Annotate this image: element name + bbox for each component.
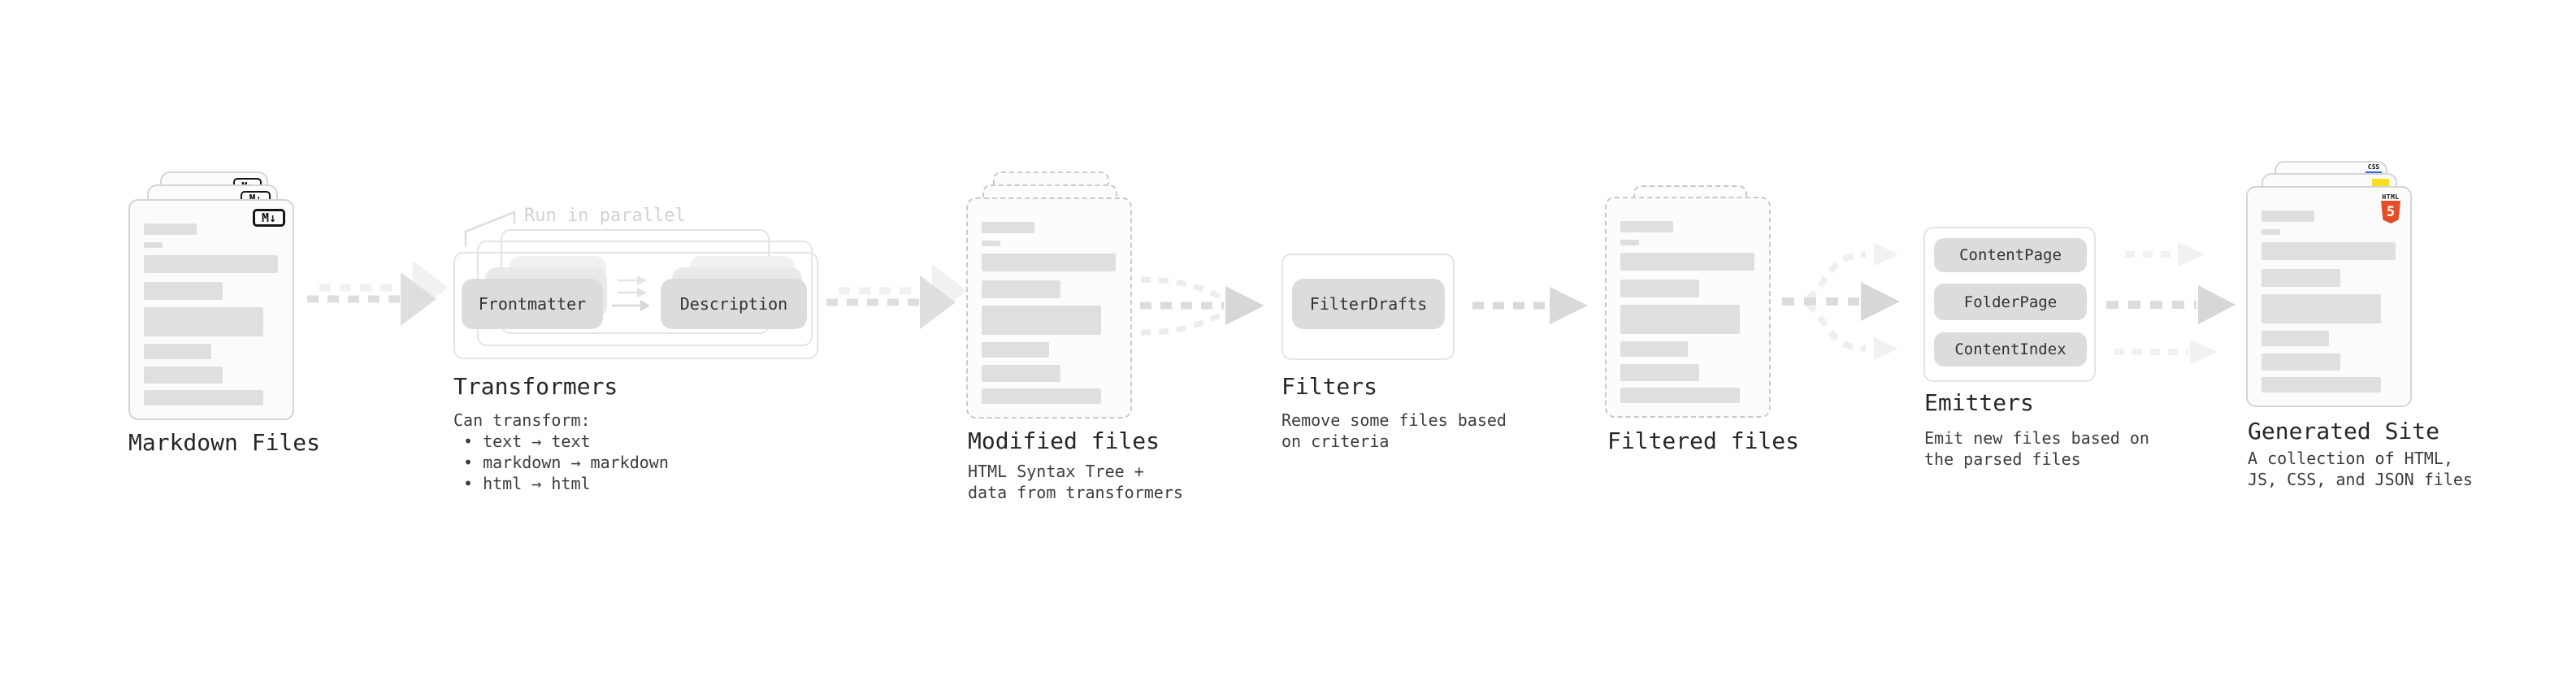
doc-content-bar — [144, 367, 223, 384]
run-in-parallel-leader-line — [464, 210, 516, 246]
doc-content-bar — [982, 222, 1034, 233]
html5-icon-number: 5 — [2386, 203, 2396, 220]
html-doc-front: HTML 5 — [2246, 186, 2412, 407]
transformers-bullet: • markdown → markdown — [463, 453, 669, 472]
doc-content-bar — [982, 254, 1116, 271]
doc-content-bar — [1620, 364, 1699, 381]
doc-content-bar — [982, 388, 1101, 404]
doc-content-bar — [2262, 269, 2340, 287]
css-icon-text: CSS — [2367, 163, 2380, 171]
emitters-label: Emitters — [1924, 389, 2034, 416]
transformers-bullet: • html → html — [463, 474, 591, 493]
doc-content-bar — [2262, 354, 2340, 371]
html5-icon-word: HTML — [2382, 193, 2400, 201]
css-icon: CSS — [2366, 164, 2382, 174]
filterdrafts-plugin: FilterDrafts — [1292, 279, 1445, 329]
modified-files-note: HTML Syntax Tree + data from transformer… — [968, 461, 1183, 503]
doc-content-bar — [2262, 229, 2280, 235]
css-icon-underline — [2366, 171, 2382, 174]
transformer-frame-front — [453, 252, 818, 359]
doc-content-bar — [2262, 377, 2381, 393]
frontmatter-plugin: Frontmatter — [462, 279, 603, 329]
transformers-bullet: • text → text — [463, 432, 591, 451]
generated-site-note-line: JS, CSS, and JSON files — [2248, 470, 2473, 489]
doc-content-bar — [144, 390, 263, 406]
doc-content-bar — [144, 282, 223, 300]
doc-content-bar — [2262, 242, 2396, 260]
doc-content-bar — [144, 344, 211, 359]
doc-content-bar — [2262, 210, 2314, 222]
emitters-note: Emit new files based on the parsed files — [1924, 427, 2149, 470]
js-icon — [2372, 179, 2389, 187]
doc-content-bar — [144, 242, 163, 248]
flow-arrow-dashed — [1472, 287, 1588, 324]
doc-content-bar — [144, 223, 197, 235]
filtered-doc-front — [1605, 197, 1771, 418]
flow-arrow-dashed-double — [826, 264, 967, 329]
run-in-parallel-annotation: Run in parallel — [524, 206, 686, 226]
filters-note: Remove some files based on criteria — [1281, 410, 1507, 452]
doc-content-bar — [144, 307, 263, 336]
filters-frame — [1281, 254, 1455, 360]
doc-content-bar — [982, 241, 1000, 246]
folderpage-plugin: FolderPage — [1934, 284, 2087, 320]
flow-arrow-split — [1782, 243, 1900, 360]
emitters-note-line: Emit new files based on — [1924, 428, 2149, 448]
emitters-note-line: the parsed files — [1924, 449, 2081, 469]
doc-content-bar — [144, 255, 278, 273]
filters-note-line: on criteria — [1281, 432, 1390, 451]
doc-content-bar — [1620, 280, 1699, 297]
doc-content-bar — [982, 342, 1049, 358]
description-plugin: Description — [661, 279, 807, 329]
modified-files-note-line: data from transformers — [968, 483, 1183, 502]
doc-content-bar — [1620, 305, 1740, 334]
html5-icon: HTML 5 — [2380, 193, 2401, 223]
markdown-doc-front: M↓ — [128, 199, 294, 420]
markdown-icon: M↓ — [253, 209, 285, 227]
doc-content-bar — [982, 306, 1101, 335]
generated-site-note: A collection of HTML, JS, CSS, and JSON … — [2248, 448, 2473, 490]
transformers-label: Transformers — [453, 373, 618, 400]
transformers-note-title: Can transform: — [453, 410, 591, 430]
parallel-arrows-icon — [612, 275, 650, 311]
contentpage-plugin: ContentPage — [1934, 238, 2087, 272]
modified-files-note-line: HTML Syntax Tree + — [968, 462, 1144, 481]
transformers-note: Can transform: • text → text • markdown … — [453, 410, 669, 494]
flow-arrow-merge — [1140, 276, 1264, 336]
doc-content-bar — [1620, 240, 1639, 245]
filters-label: Filters — [1281, 373, 1378, 400]
flow-arrow-dashed-double — [307, 261, 448, 326]
doc-content-bar — [2262, 294, 2381, 323]
doc-content-bar — [1620, 388, 1740, 403]
modified-files-label: Modified files — [968, 427, 1160, 454]
markdown-files-label: Markdown Files — [128, 429, 321, 456]
filtered-files-label: Filtered files — [1607, 427, 1800, 454]
contentindex-plugin: ContentIndex — [1934, 332, 2087, 367]
doc-content-bar — [1620, 253, 1754, 271]
modified-doc-front — [966, 197, 1132, 419]
doc-content-bar — [982, 365, 1060, 382]
flow-arrows-triple — [2106, 242, 2236, 364]
doc-content-bar — [1620, 221, 1673, 232]
generated-site-note-line: A collection of HTML, — [2248, 449, 2453, 468]
filters-note-line: Remove some files based — [1281, 410, 1507, 430]
emitters-frame — [1923, 227, 2096, 382]
generated-site-label: Generated Site — [2248, 418, 2440, 445]
doc-content-bar — [982, 280, 1060, 298]
doc-content-bar — [2262, 331, 2329, 346]
doc-content-bar — [1620, 341, 1688, 357]
